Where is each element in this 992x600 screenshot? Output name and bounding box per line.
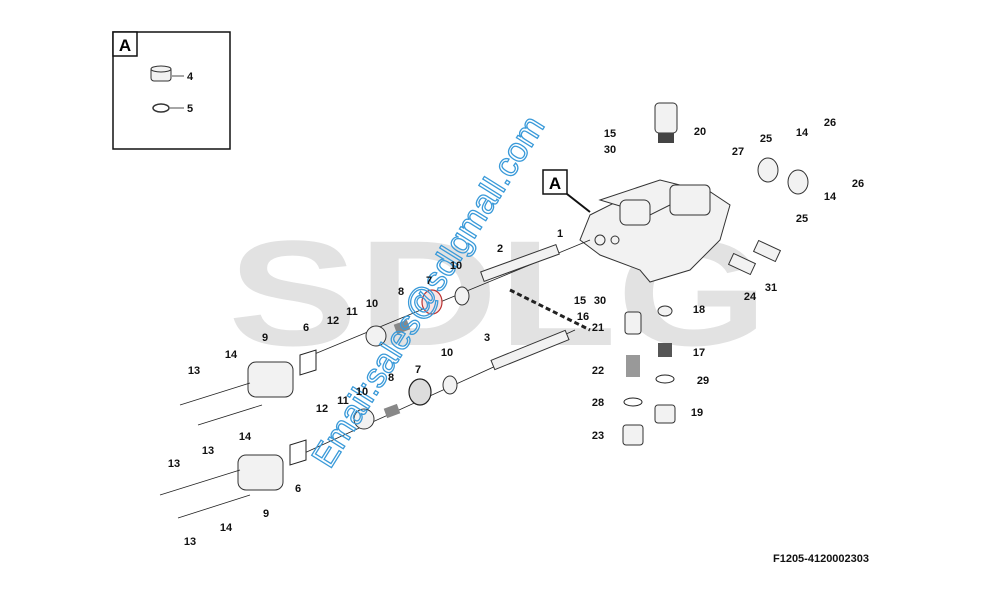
callout-31: 31 bbox=[765, 282, 777, 294]
part-9-lower bbox=[237, 454, 284, 491]
callout-8: 8 bbox=[398, 286, 404, 298]
callout-12: 12 bbox=[316, 403, 328, 415]
callout-10: 10 bbox=[450, 260, 462, 272]
callout-26: 26 bbox=[852, 178, 864, 190]
callout-1: 1 bbox=[557, 228, 563, 240]
callout-25: 25 bbox=[796, 213, 808, 225]
callout-10: 10 bbox=[356, 386, 368, 398]
callout-28: 28 bbox=[592, 397, 604, 409]
callout-14: 14 bbox=[220, 522, 233, 534]
callout-13: 13 bbox=[202, 445, 214, 457]
callout-22: 22 bbox=[592, 365, 604, 377]
callout-23: 23 bbox=[592, 430, 604, 442]
callout-7: 7 bbox=[415, 364, 421, 376]
inset-title: A bbox=[119, 36, 131, 55]
callout-21: 21 bbox=[592, 322, 604, 334]
svg-text:A: A bbox=[549, 174, 561, 193]
inset-callout-5: 5 bbox=[187, 103, 193, 115]
callout-6: 6 bbox=[303, 322, 309, 334]
callout-13: 13 bbox=[168, 458, 180, 470]
callout-19: 19 bbox=[691, 407, 703, 419]
callout-27: 27 bbox=[732, 146, 744, 158]
callout-11: 11 bbox=[346, 306, 358, 318]
callout-10: 10 bbox=[366, 298, 378, 310]
callout-8: 8 bbox=[388, 372, 394, 384]
callout-7: 7 bbox=[426, 275, 432, 287]
callout-14: 14 bbox=[225, 349, 238, 361]
spool-assemblies bbox=[159, 157, 809, 519]
callout-25: 25 bbox=[760, 133, 772, 145]
callout-9: 9 bbox=[262, 332, 268, 344]
callout-20: 20 bbox=[694, 126, 706, 138]
drawing-code: F1205-4120002303 bbox=[773, 553, 869, 565]
inset-callout-4: 4 bbox=[187, 71, 194, 83]
callout-14: 14 bbox=[239, 431, 252, 443]
part-22 bbox=[626, 355, 640, 377]
callout-29: 29 bbox=[697, 375, 709, 387]
part-18 bbox=[657, 305, 673, 317]
callout-13: 13 bbox=[184, 536, 196, 548]
callout-15: 15 bbox=[604, 128, 616, 140]
part-23 bbox=[622, 424, 644, 446]
callout-10: 10 bbox=[441, 347, 453, 359]
part-9-upper bbox=[247, 361, 294, 398]
callout-13: 13 bbox=[188, 365, 200, 377]
callout-26: 26 bbox=[824, 117, 836, 129]
callout-11: 11 bbox=[337, 395, 349, 407]
callout-16: 16 bbox=[577, 311, 589, 323]
callout-9: 9 bbox=[263, 508, 269, 520]
part-21 bbox=[624, 311, 642, 335]
callout-14: 14 bbox=[824, 191, 837, 203]
callout-15: 15 bbox=[574, 295, 586, 307]
callout-24: 24 bbox=[744, 291, 757, 303]
callout-14: 14 bbox=[796, 127, 809, 139]
view-marker-a: A bbox=[542, 169, 591, 213]
part-20 bbox=[654, 102, 678, 134]
callout-18: 18 bbox=[693, 304, 705, 316]
callout-30: 30 bbox=[604, 144, 616, 156]
inset-detail-a: A 4 5 bbox=[112, 31, 231, 150]
part-17 bbox=[658, 343, 672, 357]
callout-3: 3 bbox=[484, 332, 490, 344]
callout-17: 17 bbox=[693, 347, 705, 359]
callout-2: 2 bbox=[497, 243, 503, 255]
callout-30: 30 bbox=[594, 295, 606, 307]
valve-body bbox=[579, 102, 731, 283]
part-19 bbox=[654, 404, 676, 424]
callout-6: 6 bbox=[295, 483, 301, 495]
callout-12: 12 bbox=[327, 315, 339, 327]
